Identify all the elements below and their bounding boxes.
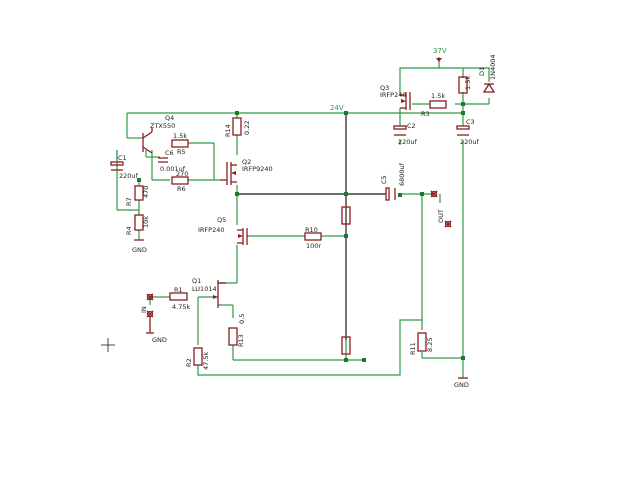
d1-value: 1N4004: [489, 54, 497, 80]
r14-ref: R14: [224, 124, 232, 137]
r5-ref: R5: [177, 148, 186, 156]
out-label: OUT: [437, 209, 445, 223]
c2-capacitor: C2 220uf: [393, 122, 418, 146]
c5-capacitor: C5 6800uf: [380, 162, 406, 201]
r6-resistor: 270 R6: [171, 170, 189, 193]
r2-value: 47.5k: [202, 352, 210, 370]
r-mid-resistor: [341, 206, 351, 225]
c6-ref: C6: [165, 149, 174, 157]
c6-value: 0.001uf: [160, 165, 186, 173]
crosshair-cursor-icon: [101, 338, 115, 352]
wires: [116, 57, 490, 378]
r14-value: 0.22: [243, 121, 251, 135]
r7-resistor: R7 470: [125, 185, 150, 206]
r2-ref: R2: [185, 358, 193, 367]
d1-ref: D1: [478, 67, 486, 76]
r7-ref: R7: [125, 197, 133, 206]
c2-ref: C2: [407, 122, 416, 130]
r5-value: 1.5k: [173, 132, 187, 140]
v37-label: 37V: [433, 47, 447, 55]
c1-value: 220uf: [119, 172, 139, 180]
r13-value: 0.5: [238, 314, 246, 324]
r-top-resistor: 1.5k: [458, 76, 472, 94]
r14-resistor: R14 0.22: [224, 117, 251, 137]
r7-value: 470: [142, 186, 150, 198]
q3-value: IRFP240: [380, 91, 407, 99]
q5-value: IRFP240: [198, 226, 225, 234]
q1-value: LU1014: [192, 285, 217, 293]
out-port[interactable]: OUT: [430, 190, 452, 228]
r10-resistor: R10 100r: [304, 226, 322, 250]
r4-resistor: R4 10k: [125, 214, 150, 235]
c1-capacitor: C1 220uf: [110, 154, 139, 180]
q3-ref: Q3: [380, 84, 389, 92]
c6-capacitor: C6 0.001uf: [158, 149, 186, 173]
gnd-left-label: GND: [132, 246, 147, 254]
r13-ref: R13: [237, 334, 245, 347]
r13-resistor: R13 0.5: [228, 314, 246, 347]
q2-ref: Q2: [242, 158, 251, 166]
c3-ref: C3: [466, 118, 475, 126]
c1-ref: C1: [118, 154, 127, 162]
c3-capacitor: C3 220uf: [456, 118, 480, 146]
r4-value: 10k: [142, 216, 150, 228]
r-bottom-resistor: [341, 336, 351, 355]
gnd-in-label: GND: [152, 336, 167, 344]
q2-mosfet: Q2 IRFP9240: [220, 158, 273, 185]
q2-value: IRFP9240: [242, 165, 273, 173]
r4-ref: R4: [125, 226, 133, 235]
r1-resistor: R1 4.75k: [169, 286, 190, 311]
q5-mosfet: Q5 IRFP240: [198, 216, 248, 245]
junctions: [137, 102, 465, 362]
gnd-right-label: GND: [454, 381, 469, 389]
c2-value: 220uf: [398, 138, 418, 146]
q5-ref: Q5: [217, 216, 226, 224]
gnd-left: GND: [132, 239, 147, 254]
in-label: IN: [140, 306, 148, 313]
q3-mosfet: Q3 IRFP240: [380, 84, 411, 110]
c3-value: 220uf: [460, 138, 480, 146]
q4-value: ZTX550: [150, 122, 175, 130]
v24-label: 24V: [330, 104, 344, 112]
q1-jfet: Q1 LU1014: [192, 277, 226, 308]
r11-ref: R11: [409, 342, 417, 355]
q4-transistor: Q4 ZTX550: [142, 114, 175, 154]
r1-ref: R1: [174, 286, 183, 294]
r6-value: 270: [176, 170, 188, 178]
r11-resistor: R11 8.25: [409, 332, 434, 355]
r1-value: 4.75k: [172, 303, 190, 311]
q4-ref: Q4: [165, 114, 174, 122]
r3-resistor: 1.5k R3: [421, 92, 447, 118]
r11-value: 8.25: [426, 338, 434, 352]
in-port[interactable]: IN GND: [140, 293, 167, 344]
r6-ref: R6: [177, 185, 186, 193]
v37-supply: 37V: [433, 47, 447, 62]
gnd-right: GND: [454, 377, 469, 389]
d1-diode: D1 1N4004: [478, 54, 497, 93]
r-top-value: 1.5k: [464, 76, 472, 90]
r10-value: 100r: [306, 242, 321, 250]
c5-value: 6800uf: [398, 162, 406, 186]
r5-resistor: 1.5k R5: [171, 132, 189, 156]
r3-ref: R3: [421, 110, 430, 118]
c5-ref: C5: [380, 175, 388, 184]
q1-ref: Q1: [192, 277, 201, 285]
r2-resistor: R2 47.5k: [185, 347, 210, 370]
r3-value: 1.5k: [431, 92, 445, 100]
r10-ref: R10: [305, 226, 318, 234]
